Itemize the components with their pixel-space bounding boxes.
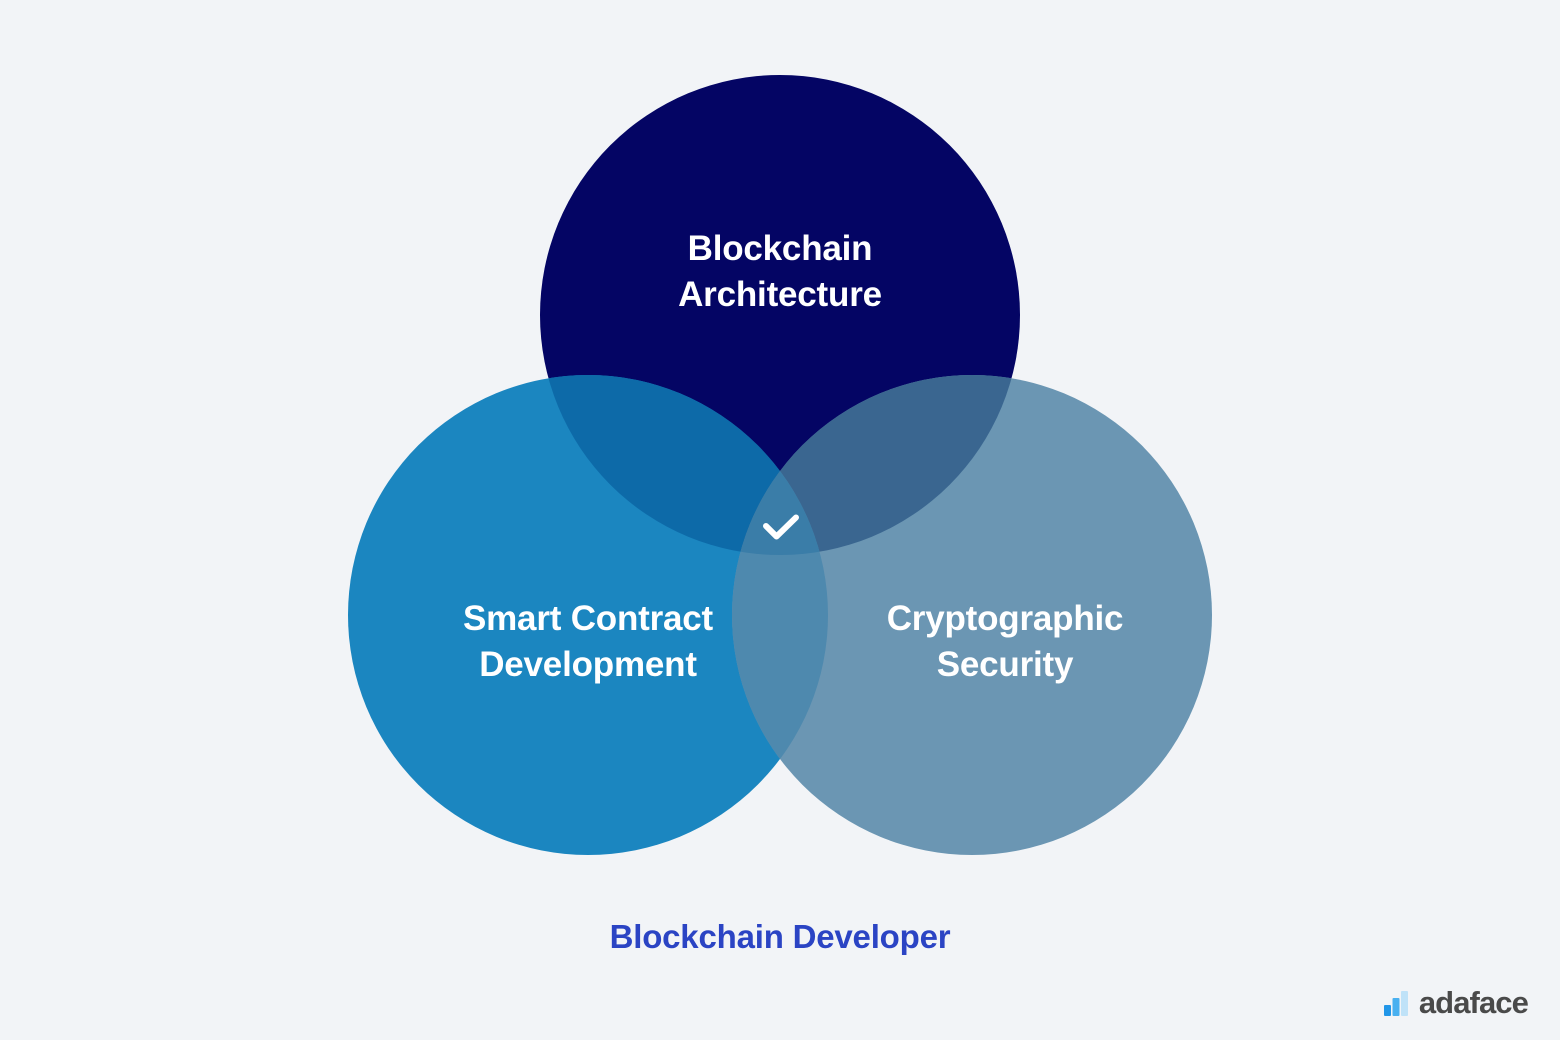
bar-chart-icon: [1383, 990, 1408, 1016]
check-icon: [763, 514, 799, 540]
page-title: Blockchain Developer: [609, 918, 951, 955]
brand-logo: adaface: [1383, 985, 1529, 1020]
overlap-top-left: [540, 375, 828, 555]
overlap-top-right: [732, 375, 1020, 555]
brand-logo-text: adaface: [1418, 985, 1529, 1020]
